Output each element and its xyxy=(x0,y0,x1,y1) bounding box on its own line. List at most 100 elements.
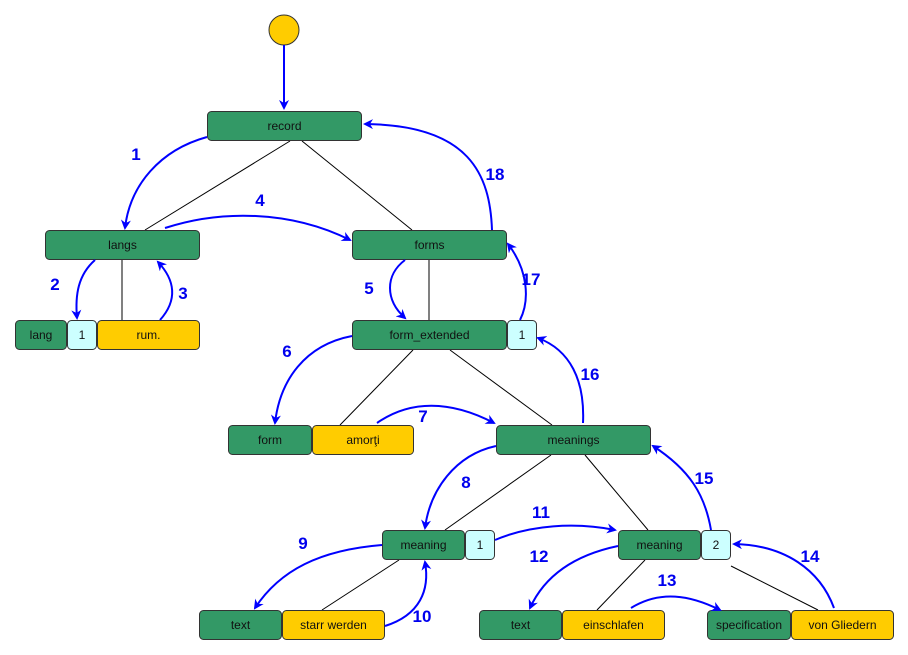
value-label: amorţi xyxy=(346,433,379,447)
step-label: 6 xyxy=(282,342,291,361)
node-meanings[interactable]: meanings xyxy=(496,425,651,455)
element-label: text xyxy=(231,618,251,632)
traversal-arrow-14 xyxy=(732,539,835,609)
step-label: 9 xyxy=(298,534,307,553)
node-record[interactable]: record xyxy=(207,111,362,141)
start-node-circle[interactable] xyxy=(268,14,300,46)
step-label: 5 xyxy=(364,279,373,298)
node-spec-val[interactable]: von Gliedern xyxy=(791,610,894,640)
step-label: 16 xyxy=(581,365,600,384)
traversal-arrow-3 xyxy=(156,260,174,321)
step-label: 15 xyxy=(695,469,714,488)
index-box xyxy=(507,320,537,350)
traversal-arrow-17 xyxy=(506,242,527,321)
tree-edge-form_extended-form_val xyxy=(339,349,414,426)
traversal-arrow-5 xyxy=(389,259,407,320)
tree-edge-meaning1-text1_val xyxy=(321,559,400,611)
traversal-arrow-8 xyxy=(421,445,497,530)
element-label: meaning xyxy=(636,538,682,552)
step-label: 18 xyxy=(486,165,505,184)
value-box xyxy=(312,425,414,455)
value-label: einschlafen xyxy=(583,618,644,632)
element-box xyxy=(382,530,465,560)
element-label: lang xyxy=(30,328,53,342)
value-box xyxy=(97,320,200,350)
element-box xyxy=(479,610,562,640)
traversal-arrow-7 xyxy=(376,404,496,424)
tree-edge-meaning2-text2_val xyxy=(596,559,646,611)
value-box xyxy=(562,610,665,640)
traversal-arrow-16 xyxy=(536,336,585,424)
element-box xyxy=(15,320,67,350)
element-label: record xyxy=(267,119,301,133)
element-box xyxy=(352,230,507,260)
node-text2-val[interactable]: einschlafen xyxy=(562,610,665,640)
traversal-arrow-11 xyxy=(494,523,617,541)
node-specification[interactable]: specification xyxy=(707,610,791,640)
index-box xyxy=(465,530,495,560)
index-label: 1 xyxy=(477,538,484,552)
step-label: 12 xyxy=(530,547,549,566)
element-label: meaning xyxy=(400,538,446,552)
index-label: 2 xyxy=(713,538,720,552)
node-text1[interactable]: text xyxy=(199,610,282,640)
tree-edge-meanings-meaning2 xyxy=(584,454,649,531)
step-label: 10 xyxy=(413,607,432,626)
element-label: form xyxy=(258,433,282,447)
traversal-arrow-2 xyxy=(71,259,96,320)
step-label: 17 xyxy=(522,270,541,289)
node-meaning2-idx[interactable]: 2 xyxy=(701,530,731,560)
node-langs[interactable]: langs xyxy=(45,230,200,260)
start-layer xyxy=(268,14,300,110)
node-form-val[interactable]: amorţi xyxy=(312,425,414,455)
element-box xyxy=(228,425,312,455)
node-lang-val[interactable]: rum. xyxy=(97,320,200,350)
traversal-arrow-4 xyxy=(164,214,352,241)
index-label: 1 xyxy=(79,328,86,342)
traversal-arrow-15 xyxy=(651,444,712,531)
step-label: 1 xyxy=(131,145,140,164)
step-label: 13 xyxy=(658,571,677,590)
value-label: von Gliedern xyxy=(808,618,876,632)
traversal-arrow-18 xyxy=(363,119,493,231)
node-meaning1-idx[interactable]: 1 xyxy=(465,530,495,560)
index-box xyxy=(67,320,97,350)
element-box xyxy=(352,320,507,350)
node-meaning1[interactable]: meaning xyxy=(382,530,465,560)
element-box xyxy=(496,425,651,455)
step-label: 4 xyxy=(255,191,265,210)
element-label: forms xyxy=(415,238,445,252)
element-label: meanings xyxy=(547,433,599,447)
node-form[interactable]: form xyxy=(228,425,312,455)
node-forms[interactable]: forms xyxy=(352,230,507,260)
value-box xyxy=(791,610,894,640)
node-lang[interactable]: lang xyxy=(15,320,67,350)
element-box xyxy=(207,111,362,141)
node-lang-idx[interactable]: 1 xyxy=(67,320,97,350)
tree-edge-meaning2-spec_val xyxy=(730,565,819,611)
tree-edge-meanings-meaning1 xyxy=(444,454,552,531)
element-box xyxy=(618,530,701,560)
tree-edges xyxy=(121,140,819,611)
node-text1-val[interactable]: starr werden xyxy=(282,610,385,640)
step-label: 2 xyxy=(50,275,59,294)
traversal-arrow-9 xyxy=(253,544,383,610)
element-label: specification xyxy=(716,618,782,632)
traversal-arrow-12 xyxy=(528,545,619,610)
tree-edge-form_extended-meanings xyxy=(449,349,553,426)
node-meaning2[interactable]: meaning xyxy=(618,530,701,560)
traversal-arrow-13 xyxy=(630,595,722,611)
traversal-arrow-10 xyxy=(384,560,432,627)
node-form-extended-idx[interactable]: 1 xyxy=(507,320,537,350)
node-form-extended[interactable]: form_extended xyxy=(352,320,507,350)
step-label: 7 xyxy=(418,407,427,426)
traversal-arrows xyxy=(71,119,835,627)
tree-edge-record-langs xyxy=(144,140,291,231)
index-box xyxy=(701,530,731,560)
value-box xyxy=(282,610,385,640)
element-box xyxy=(199,610,282,640)
value-label: rum. xyxy=(137,328,161,342)
node-text2[interactable]: text xyxy=(479,610,562,640)
